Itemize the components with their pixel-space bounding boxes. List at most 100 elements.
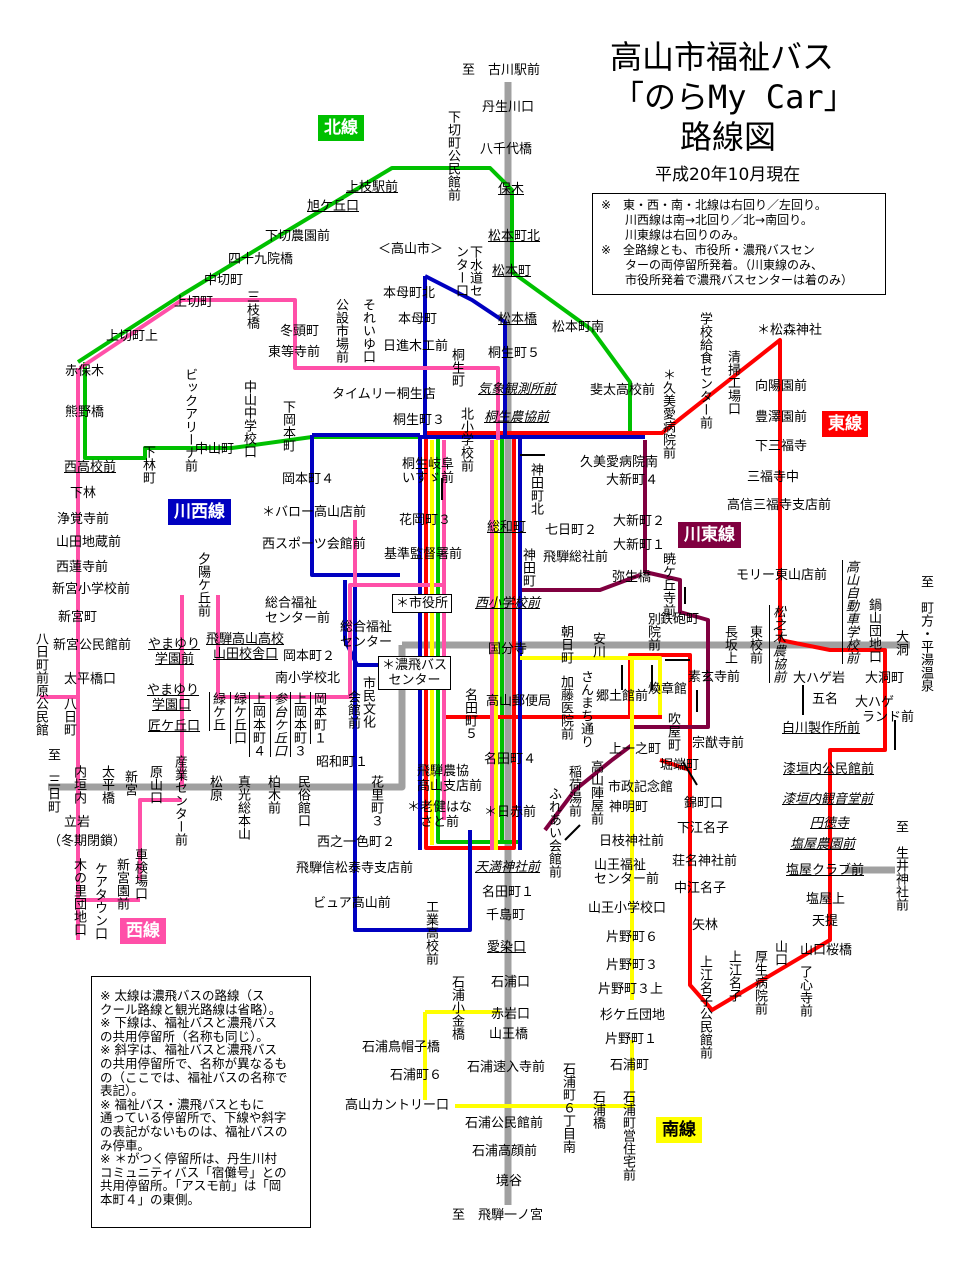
- bus-stop-label: 大新町４: [606, 473, 659, 488]
- bus-stop-label: 岡本町４: [282, 472, 335, 487]
- bus-stop-label: 公設市場前: [333, 298, 348, 363]
- bus-stop-label: 素玄寺前: [688, 670, 741, 685]
- service-name: 「のらMy Car」: [612, 78, 856, 116]
- bus-stop-label: 郷土館前: [596, 689, 649, 704]
- south-line-label: 南線: [656, 1117, 702, 1143]
- bus-stop-label: 学園前: [155, 652, 195, 667]
- bus-stop-label: 弥生橋: [612, 570, 652, 585]
- kawahigashi-line: [520, 440, 710, 832]
- bus-stop-label: 総和町: [487, 520, 527, 535]
- bus-stop-label: 西小学校前: [475, 596, 541, 611]
- bus-stop-label: 高山カントリー口: [345, 1098, 450, 1113]
- bus-stop-label: 熊野橋: [65, 405, 105, 420]
- bus-stop-label: 名田町４: [484, 752, 537, 767]
- bus-stop-label: ＜高山市＞: [378, 242, 444, 257]
- bus-stop-label: 七日町２: [545, 523, 598, 538]
- bus-stop-label: 丹生川口: [482, 100, 535, 115]
- bus-stop-label: 下岡本町: [280, 400, 295, 452]
- bus-stop-label: 錦町口: [684, 796, 724, 811]
- bus-stop-label: 新宮園前: [114, 858, 129, 910]
- bus-stop-label: 下江名子: [677, 821, 730, 836]
- bus-stop-label: 山王小学校口: [588, 901, 667, 916]
- note-line: 本町４」の東側。: [100, 1191, 201, 1207]
- bus-stop-label: 松之木農協前: [770, 605, 785, 683]
- bus-stop-label: 参台ケ丘口: [271, 692, 286, 757]
- bus-stop-label: 片野町１: [605, 1032, 658, 1047]
- note-line: ターの両停留所発着。（川東線のみ、: [601, 258, 824, 272]
- bus-stop-label: 夕陽ケ丘前: [195, 552, 210, 617]
- bus-stop-label: 高信三福寺支店前: [727, 498, 832, 513]
- note-line: の共用停留所（名称も同じ）。: [100, 1028, 269, 1044]
- bus-stop-label: 桐生町３: [393, 413, 446, 428]
- bus-stop-label: ＊日赤前: [484, 805, 537, 820]
- bus-stop-label: 天提: [812, 914, 839, 929]
- bus-stop-label: 保木: [498, 182, 525, 197]
- bus-stop-label: 清掃工場口: [725, 350, 740, 415]
- bus-stop-label: 八日町前原公民館: [33, 632, 48, 736]
- bus-stop-label: 東校前: [747, 625, 762, 664]
- bus-stop-label: 立岩: [64, 815, 91, 830]
- bus-center-terminal[interactable]: ＊濃飛バスセンター: [378, 656, 452, 690]
- bus-stop-label: 総合福祉: [265, 596, 318, 611]
- bus-stop-label: 内垣内: [71, 765, 86, 804]
- note-line: ※ 福祉バス・濃飛バスともに: [100, 1096, 265, 1112]
- bus-stop-label: 山田地蔵前: [56, 535, 122, 550]
- bus-stop-label: 稲荷湯前: [566, 765, 581, 817]
- bus-stop-label: 日進木工前: [383, 339, 449, 354]
- bus-stop-label: 煥章館: [648, 682, 688, 697]
- bus-stop-label: 塩屋農園前: [790, 837, 856, 852]
- route-direction-note: ※ 東・西・南・北線は右回り／左回り。 川西線は南→北回り／北→南回り。 川東線…: [592, 193, 886, 295]
- map-subtitle: 路線図: [680, 118, 777, 156]
- bus-stop-label: 至 三日町: [45, 748, 60, 813]
- city-hall-terminal[interactable]: ＊市役所: [392, 594, 453, 613]
- bus-stop-label: 飛騨農協: [417, 764, 470, 779]
- bus-stop-label: 飛騨総社前: [543, 550, 609, 565]
- bus-stop-label: 本母町: [398, 312, 438, 327]
- bus-stop-label: 下三福寺: [755, 439, 808, 454]
- kawanishi-line-label: 川西線: [168, 499, 231, 525]
- bus-stop-label: さんまち通り: [578, 670, 593, 748]
- note-line: 川西線は南→北回り／北→南回り。: [601, 213, 813, 227]
- bus-stop-label: 円徳寺: [810, 816, 850, 831]
- nohi-bus-lines: [48, 82, 910, 1205]
- bus-stop-label: 上切町: [174, 295, 214, 310]
- bus-stop-label: 松本町南: [552, 320, 605, 335]
- bus-stop-label: ランド前: [862, 710, 915, 725]
- bus-stop-label: 大新町２: [613, 514, 666, 529]
- bus-stop-label: 新宮: [122, 770, 137, 796]
- terminal-label: ＊濃飛バス: [382, 658, 448, 673]
- bus-stop-label: 太平橋: [99, 765, 114, 804]
- bus-stop-label: 境谷: [496, 1174, 523, 1189]
- bus-stop-label: 旭ケ丘口: [307, 199, 360, 214]
- bus-stop-label: 本母町北: [383, 286, 436, 301]
- bus-stop-label: 山王福祉: [594, 858, 647, 873]
- bus-stop-label: 山口桜橋: [800, 943, 853, 958]
- bus-stop-label: センター前: [594, 872, 660, 887]
- bus-stop-label: 国分寺: [488, 642, 528, 657]
- bus-stop-label: タイムリー桐生店: [332, 387, 436, 402]
- bus-stop-label: 西蓮寺前: [56, 560, 109, 575]
- bus-stop-label: 名田町５: [462, 688, 477, 740]
- bus-stop-label: 堀端町: [660, 758, 700, 773]
- bus-stop-label: 長坂上: [722, 625, 737, 664]
- bus-stop-label: 五名: [812, 692, 839, 707]
- bus-stop-label: 新宮町: [58, 610, 98, 625]
- legend-notes: ※ 太線は濃飛バスの路線（スクール路線と観光路線は省略）。※ 下線は、福祉バスと…: [91, 976, 311, 1228]
- bus-stop-label: 四十九院橋: [228, 252, 294, 267]
- bus-stop-label: 柏木前: [265, 775, 280, 814]
- bus-stop-label: 八千代橋: [480, 142, 533, 157]
- bus-stop-label: 安川: [590, 632, 605, 658]
- bus-stop-label: 下水道セ: [467, 245, 482, 297]
- bus-stop-label: 高山支店前: [417, 779, 483, 794]
- bus-stop-label: 山王橋: [489, 1027, 529, 1042]
- bus-stop-label: 石浦町６: [390, 1068, 443, 1083]
- bus-stop-label: ビックアリーナ前: [182, 368, 197, 472]
- bus-stop-label: 鉄砲町: [660, 612, 700, 627]
- bus-stop-label: 上枝駅前: [346, 180, 399, 195]
- bus-stop-label: 中切町: [204, 273, 244, 288]
- bus-stop-label: ＊バロー高山店前: [262, 505, 367, 520]
- bus-stop-label: 西スポーツ会館前: [262, 537, 366, 552]
- bus-stop-label: 大ハゲ岩: [793, 671, 846, 686]
- bus-stop-label: 塩屋上: [806, 892, 846, 907]
